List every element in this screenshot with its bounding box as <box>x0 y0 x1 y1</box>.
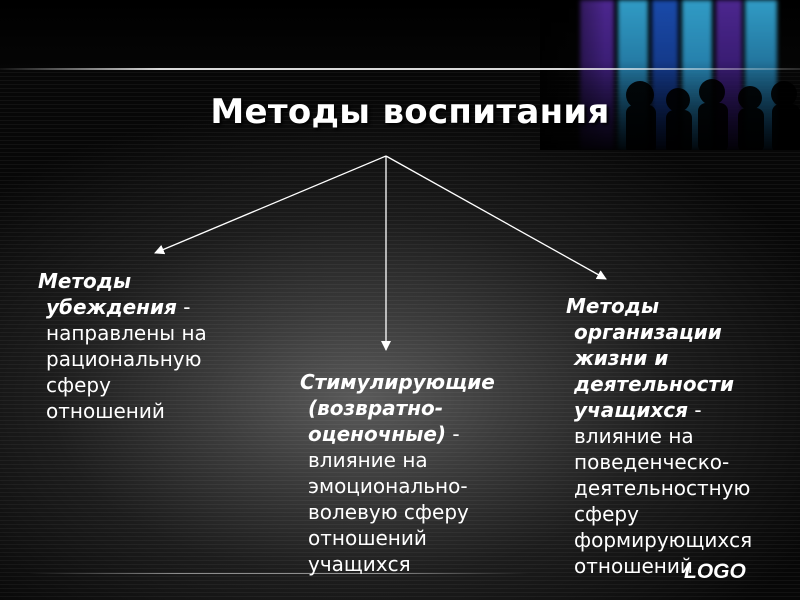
branch-desc-line: учащихся <box>308 552 411 576</box>
branch-lead-line: деятельности <box>574 372 735 396</box>
branch-lead-line: жизни и <box>574 346 669 370</box>
branch-desc-line: деятельностную <box>574 476 751 500</box>
branch-lead-line: Методы <box>38 269 132 293</box>
branch-desc-line: отношений <box>46 399 165 423</box>
branch-separator: - <box>446 422 460 446</box>
slide-title: Методы воспитания <box>210 92 610 132</box>
logo: LOGO <box>684 560 746 583</box>
branch-desc-line: влияние на <box>308 448 428 472</box>
footer-divider <box>28 573 528 574</box>
branch-desc-line: поведенческо- <box>574 450 730 474</box>
branch-lead-line: Методы <box>566 294 660 318</box>
branch-desc-line: отношений <box>308 526 427 550</box>
branch-organization: Методы организации жизни и деятельности … <box>566 293 776 579</box>
branch-lead-line: (возвратно- <box>308 396 444 420</box>
branch-persuasion: Методы убеждения - направлены на рациона… <box>38 268 248 424</box>
branch-desc-line: влияние на <box>574 424 694 448</box>
branch-desc-line: формирующихся <box>574 528 753 552</box>
branch-stimulating: Стимулирующие (возвратно- оценочные) - в… <box>300 369 510 577</box>
branch-separator: - <box>687 398 702 422</box>
branch-lead-line: оценочные) <box>308 422 447 446</box>
branch-desc-line: волевую сферу <box>308 500 469 524</box>
header-photo-decoration <box>540 0 800 150</box>
branch-desc-line: направлены на <box>46 321 207 345</box>
branch-lead-line: учащихся <box>574 398 688 422</box>
branch-desc-line: отношений <box>574 554 693 578</box>
branch-lead-line: организации <box>574 320 722 344</box>
branch-desc-line: сферу <box>46 373 111 397</box>
branch-desc-line: сферу <box>574 502 639 526</box>
branch-separator: - <box>176 295 191 319</box>
header-divider <box>0 68 800 70</box>
branch-desc-line: рациональную <box>46 347 202 371</box>
branch-desc-line: эмоционально- <box>308 474 468 498</box>
arrow-to-organization <box>385 155 607 280</box>
arrow-to-persuasion <box>154 155 387 255</box>
branch-lead-line: Стимулирующие <box>300 370 495 394</box>
branch-lead-line: убеждения <box>46 295 177 319</box>
